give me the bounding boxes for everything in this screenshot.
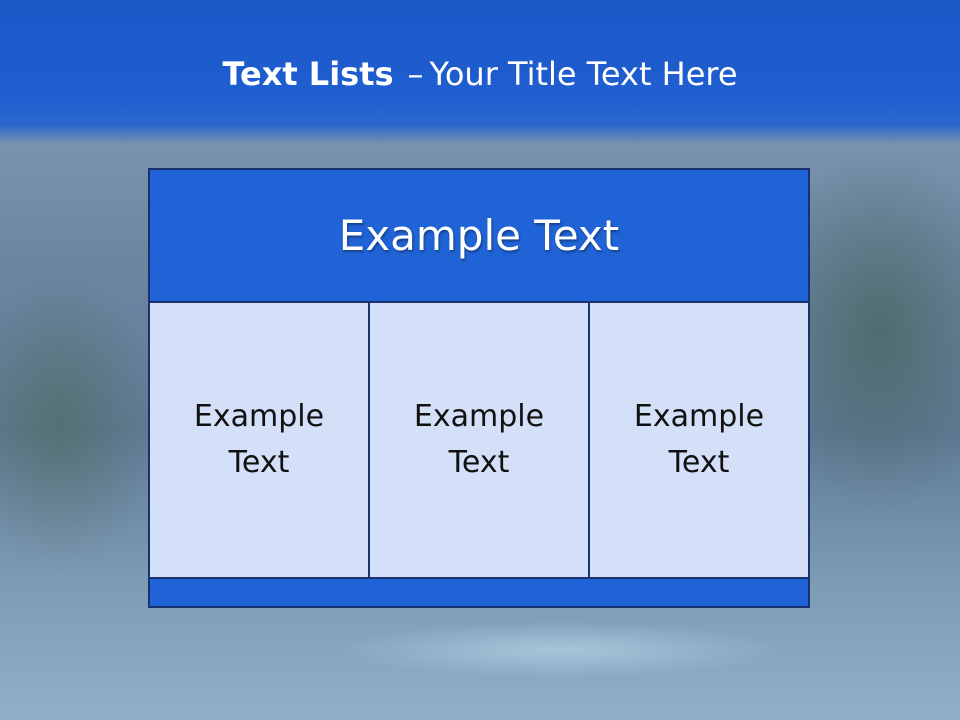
cell-2-line-2: Text [448, 445, 510, 480]
title-banner [0, 0, 960, 145]
text-list-table: Example Text Example Text Example Text E… [148, 168, 810, 608]
cell-3-line-2: Text [668, 445, 730, 480]
title-subtext: Your Title Text Here [429, 55, 738, 93]
table-body-row: Example Text Example Text Example Text [150, 303, 808, 579]
table-header-text: Example Text [338, 211, 620, 260]
slide-title: Text Lists–Your Title Text Here [0, 52, 960, 96]
cell-2-line-1: Example [413, 399, 545, 434]
table-cell-3: Example Text [588, 303, 808, 577]
title-separator: – [407, 55, 424, 93]
cell-1-line-2: Text [228, 445, 290, 480]
cell-3-line-1: Example [633, 399, 765, 434]
table-cell-1: Example Text [150, 303, 368, 577]
cell-1-line-1: Example [193, 399, 325, 434]
table-footer-bar [150, 579, 808, 606]
table-header-cell: Example Text [150, 170, 808, 303]
table-cell-2: Example Text [368, 303, 588, 577]
title-bold-text: Text Lists [222, 55, 394, 93]
